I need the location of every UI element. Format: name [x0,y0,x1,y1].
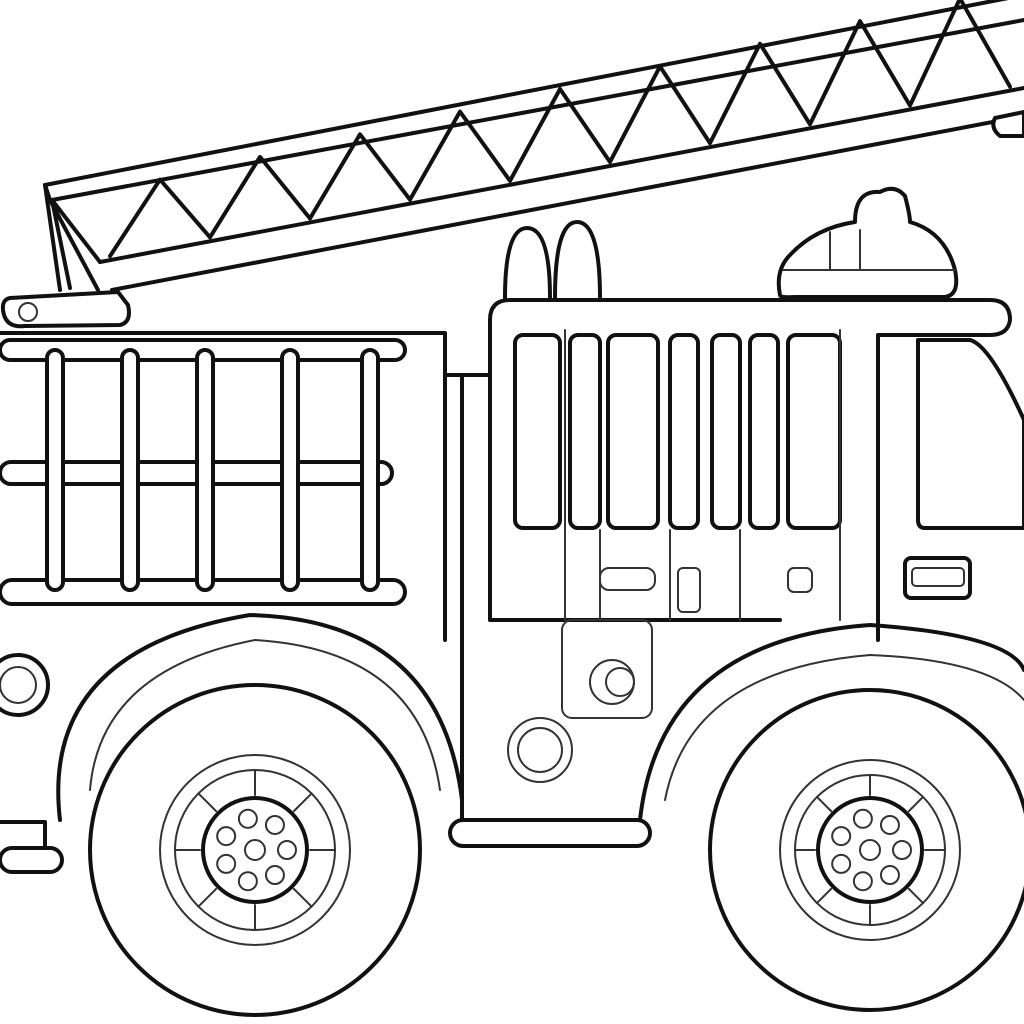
ladder-base [0,290,131,329]
window [748,333,780,530]
lug-nut [852,808,873,829]
fenders [0,613,1024,874]
ladder-rungs [108,0,1012,259]
lug-nut [264,814,285,835]
spoke [292,887,313,908]
siren-light [776,186,959,300]
bumper [448,818,652,848]
ladder [0,0,1024,329]
hub-center [859,839,881,861]
hub [201,796,309,904]
lug-nut [237,871,258,892]
spoke [907,887,925,905]
rear-compartment [0,331,492,822]
lug-nut [237,808,258,829]
door-handle [903,556,972,600]
window [568,333,602,530]
lug-nut [216,826,237,847]
lug-nut [879,814,900,835]
window [513,333,562,530]
window [786,333,842,530]
ladder-pivot [18,302,38,322]
ladder-rack-bar [280,348,300,592]
ladder-rack-bar [120,348,140,592]
lug-nut [216,853,237,874]
spoke [197,887,218,908]
rim [159,754,351,946]
spoke [907,795,925,813]
cab [488,186,1024,783]
ladder-rack-bar [45,348,65,592]
lug-nut [831,826,852,847]
wheels [88,683,1024,1017]
lug-nut [879,865,900,886]
window [606,333,660,530]
window [668,333,700,530]
hub [816,796,924,904]
hub-center [244,839,266,861]
spoke [292,792,313,813]
spoke [197,792,218,813]
ladder-rack-bar [360,348,380,592]
lug-nut [277,840,297,860]
lug-nut [892,840,912,860]
lug-nut [852,871,873,892]
rim [779,759,961,941]
ladder-rack-bar [195,348,215,592]
lug-nut [264,865,285,886]
spoke [815,795,833,813]
window [710,333,742,530]
spoke [815,887,833,905]
cab-window [916,338,1024,530]
rear-light [0,653,50,717]
lug-nut [831,853,852,874]
